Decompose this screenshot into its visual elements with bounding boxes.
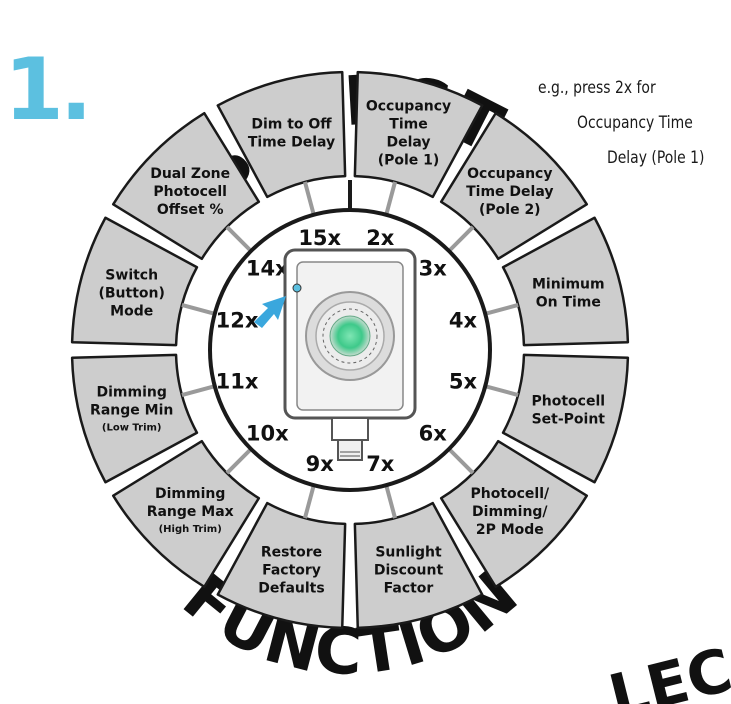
- press-count-label: 3x: [419, 256, 448, 280]
- segment-label-line: Time Delay: [248, 135, 335, 151]
- example-note-line1: e.g., press 2x for: [538, 78, 656, 98]
- tick-mark: [447, 447, 475, 475]
- segment-occupancy-time-delay-pole-2: [439, 111, 589, 261]
- press-count-label: 7x: [366, 452, 395, 476]
- partial-title-cut: LEC: [602, 635, 731, 704]
- segment-label-line: Range Min: [90, 402, 173, 418]
- title-function: FUNCTION: [169, 556, 533, 690]
- segment-restore-factory-defaults: [216, 501, 347, 630]
- segment-label-line: Dual Zone: [150, 166, 230, 182]
- press-count-label: 15x: [298, 226, 341, 250]
- segment-label-line: Defaults: [258, 580, 324, 596]
- segment-label-line: On Time: [536, 295, 601, 311]
- press-count-label: 14x: [246, 256, 289, 280]
- segment-sunlight-discount-factor: [353, 501, 484, 630]
- segment-minimum-on-time: [501, 216, 630, 347]
- press-count-label: 6x: [419, 422, 448, 446]
- segment-label-line: (Pole 2): [479, 202, 541, 218]
- segment-label-line: (Button): [98, 286, 164, 302]
- segment-label-line: Sunlight: [375, 544, 442, 560]
- segment-label-line: Restore: [261, 544, 322, 560]
- segment-occupancy-time-delay-pole-1: [353, 70, 484, 199]
- pointer-arrow: [254, 296, 286, 328]
- sensor-lens: [329, 315, 371, 357]
- segment-label-line: Photocell/: [470, 486, 550, 502]
- tick-mark: [384, 484, 397, 519]
- tick-mark: [181, 303, 216, 316]
- press-count-label: 2x: [366, 226, 395, 250]
- tick-mark: [225, 225, 253, 253]
- tick-mark: [384, 181, 397, 216]
- segment-label-line: Dimming/: [472, 504, 548, 520]
- segment-label-line: Time Delay: [466, 184, 553, 200]
- press-counts: 2x 3x 4x 5x 6x 7x 9x 10x 11x 12x 14x 15x: [216, 226, 478, 476]
- press-count-label: 4x: [449, 309, 478, 333]
- segment-label-line: Occupancy: [366, 99, 451, 115]
- tick-mark: [303, 181, 316, 216]
- segment-label-line: Mode: [110, 304, 153, 320]
- segment-dimming-range-min: [70, 353, 199, 484]
- segment-label-subtitle: (Low Trim): [102, 422, 162, 433]
- segment-label-line: Photocell: [532, 393, 606, 409]
- segment-label-line: Dimming: [155, 486, 225, 502]
- press-count-label: 12x: [216, 309, 259, 333]
- segment-label-line: Factory: [262, 562, 321, 578]
- segment-label-line: Delay: [386, 135, 430, 151]
- tick-mark: [181, 384, 216, 397]
- segment-label-line: Dimming: [97, 384, 167, 400]
- segment-label-line: (Pole 1): [378, 153, 440, 169]
- example-note-line3: Delay (Pole 1): [607, 148, 705, 168]
- press-count-label: 10x: [246, 422, 289, 446]
- example-note-line2: Occupancy Time: [577, 113, 693, 133]
- segment-label-line: Switch: [105, 268, 158, 284]
- segment-label-line: Discount: [374, 562, 444, 578]
- press-count-label: 9x: [306, 452, 335, 476]
- segment-label-line: Photocell: [153, 184, 227, 200]
- segment-dual-zone-photocell-offset: [111, 111, 261, 261]
- segment-label-line: Occupancy: [467, 166, 552, 182]
- tick-mark: [225, 447, 253, 475]
- segment-label-line: Dim to Off: [251, 117, 332, 133]
- tick-mark: [447, 225, 475, 253]
- segment-label-line: Factor: [384, 580, 434, 596]
- tick-mark: [484, 384, 519, 397]
- segment-label-subtitle: (High Trim): [159, 524, 222, 535]
- led-indicator: [292, 283, 302, 293]
- segment-label-line: Offset %: [157, 202, 224, 218]
- segment-label-line: Set-Point: [532, 411, 606, 427]
- segment-switch-button-mode: [70, 216, 199, 347]
- segment-dimming-range-max: [111, 439, 261, 589]
- step-number: 1.: [4, 40, 92, 140]
- segment-label-line: Range Max: [147, 504, 234, 520]
- segment-label-line: Time: [389, 117, 427, 133]
- press-count-label: 11x: [216, 369, 259, 393]
- segment-photocell-set-point: [501, 353, 630, 484]
- segment-label-line: Minimum: [532, 277, 605, 293]
- segment-dim-to-off-time-delay: [216, 70, 347, 199]
- segment-photocell-dimming-2p-mode: [439, 439, 589, 589]
- tick-marks: [181, 181, 519, 519]
- sensor-device: [283, 248, 417, 461]
- tick-mark: [484, 303, 519, 316]
- press-count-label: 5x: [449, 369, 478, 393]
- segment-label-line: 2P Mode: [476, 522, 544, 538]
- tick-mark: [303, 484, 316, 519]
